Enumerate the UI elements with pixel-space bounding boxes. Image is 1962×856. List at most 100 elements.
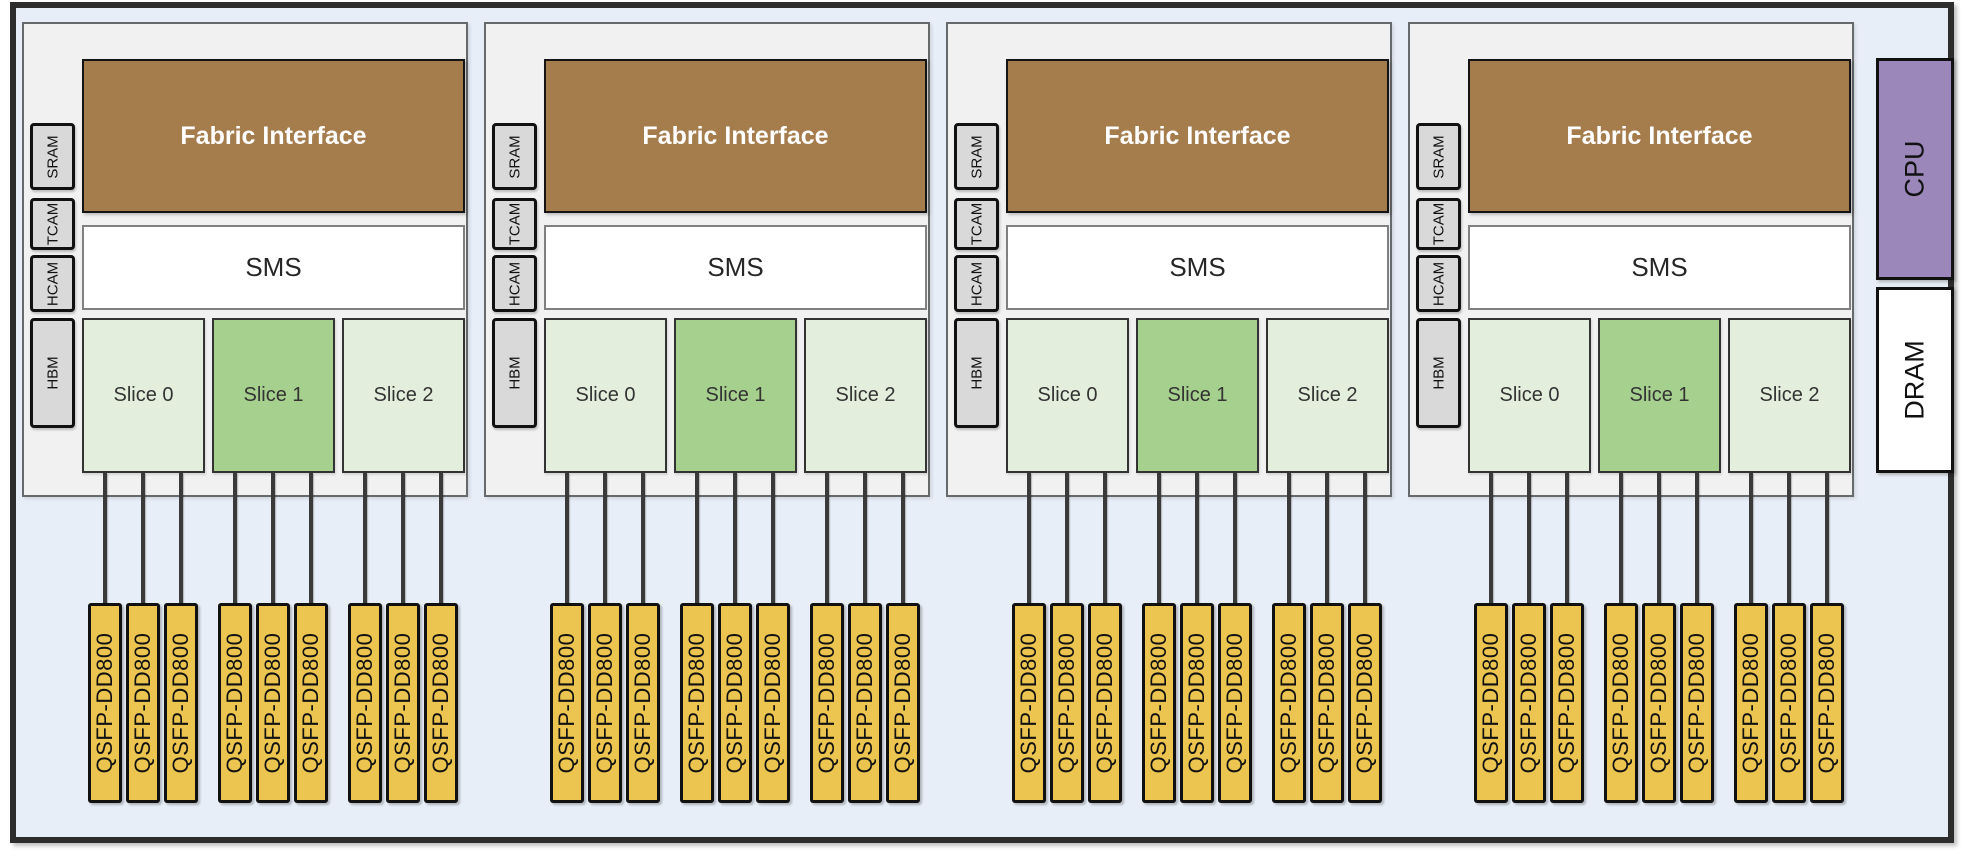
- ports-row: QSFP-DD800 QSFP-DD800 QSFP-DD800 QSFP-DD…: [1005, 473, 1389, 803]
- hbm-block: HBM: [492, 318, 537, 428]
- slices-row: Slice 0 Slice 1 Slice 2: [1468, 318, 1851, 473]
- sms-block: SMS: [82, 225, 465, 310]
- slice-0-label: Slice 0: [1499, 384, 1560, 406]
- memory-column: SRAM TCAM HCAM HBM: [30, 24, 75, 428]
- qsfp-port: QSFP-DD800: [1734, 473, 1769, 803]
- qsfp-port: QSFP-DD800: [1217, 473, 1252, 803]
- fabric-interface-block: Fabric Interface: [1468, 59, 1851, 213]
- qsfp-port-label: QSFP-DD800: [1607, 632, 1633, 774]
- qsfp-port-label: QSFP-DD800: [428, 632, 454, 774]
- hbm-label: HBM: [968, 356, 985, 390]
- qsfp-port-label: QSFP-DD800: [129, 632, 155, 774]
- qsfp-port: QSFP-DD800: [587, 473, 622, 803]
- hcam-block: HCAM: [492, 255, 537, 312]
- qsfp-port-label: QSFP-DD800: [759, 632, 785, 774]
- slice-1-label: Slice 1: [1629, 384, 1690, 406]
- qsfp-port-label: QSFP-DD800: [721, 632, 747, 774]
- qsfp-port: QSFP-DD800: [293, 473, 328, 803]
- hbm-label: HBM: [1430, 356, 1447, 390]
- chassis-frame: SRAM TCAM HCAM HBM Fabric Interface SMS: [10, 2, 1954, 843]
- qsfp-port-label: QSFP-DD800: [167, 632, 193, 774]
- qsfp-port-label: QSFP-DD800: [1145, 632, 1171, 774]
- qsfp-port-label: QSFP-DD800: [221, 632, 247, 774]
- qsfp-port-label: QSFP-DD800: [1515, 632, 1541, 774]
- sms-label: SMS: [1169, 252, 1226, 282]
- dram-block: DRAM: [1876, 287, 1954, 473]
- qsfp-port-label: QSFP-DD800: [1477, 632, 1503, 774]
- sram-label: SRAM: [968, 134, 985, 179]
- tcam-block: TCAM: [954, 198, 999, 250]
- slice-2-port-group: QSFP-DD800 QSFP-DD800 QSFP-DD800: [1728, 473, 1851, 803]
- hbm-label: HBM: [44, 356, 61, 390]
- sms-label: SMS: [245, 252, 302, 282]
- qsfp-port: QSFP-DD800: [886, 473, 921, 803]
- slices-row: Slice 0 Slice 1 Slice 2: [82, 318, 465, 473]
- slice-1-port-group: QSFP-DD800 QSFP-DD800 QSFP-DD800: [1135, 473, 1258, 803]
- qsfp-port: QSFP-DD800: [125, 473, 160, 803]
- slices-row: Slice 0 Slice 1 Slice 2: [544, 318, 927, 473]
- ports-row: QSFP-DD800 QSFP-DD800 QSFP-DD800 QSFP-DD…: [81, 473, 465, 803]
- sram-label: SRAM: [44, 134, 61, 179]
- slice-1-block: Slice 1: [674, 318, 797, 473]
- ports-row: QSFP-DD800 QSFP-DD800 QSFP-DD800 QSFP-DD…: [543, 473, 927, 803]
- asic-block: SRAM TCAM HCAM HBM Fabric Interface SMS: [1408, 22, 1854, 497]
- qsfp-port-label: QSFP-DD800: [591, 632, 617, 774]
- fabric-interface-label: Fabric Interface: [180, 121, 367, 150]
- qsfp-port: QSFP-DD800: [1549, 473, 1584, 803]
- chassis-content: SRAM TCAM HCAM HBM Fabric Interface SMS: [16, 8, 1954, 837]
- qsfp-port: QSFP-DD800: [1473, 473, 1508, 803]
- qsfp-port-label: QSFP-DD800: [1814, 632, 1840, 774]
- qsfp-port: QSFP-DD800: [1679, 473, 1714, 803]
- slice-2-block: Slice 2: [342, 318, 465, 473]
- slice-2-block: Slice 2: [804, 318, 927, 473]
- slice-2-label: Slice 2: [1759, 384, 1820, 406]
- asic-main-column: Fabric Interface SMS Slice 0 Slice 1 Sli…: [1006, 24, 1389, 473]
- qsfp-port: QSFP-DD800: [1772, 473, 1807, 803]
- tcam-block: TCAM: [30, 198, 75, 250]
- sram-block: SRAM: [492, 123, 537, 190]
- slice-0-block: Slice 0: [82, 318, 205, 473]
- tcam-block: TCAM: [492, 198, 537, 250]
- sms-block: SMS: [1468, 225, 1851, 310]
- qsfp-port: QSFP-DD800: [87, 473, 122, 803]
- qsfp-port: QSFP-DD800: [1179, 473, 1214, 803]
- sms-label: SMS: [1631, 252, 1688, 282]
- qsfp-port: QSFP-DD800: [1511, 473, 1546, 803]
- qsfp-port: QSFP-DD800: [717, 473, 752, 803]
- cpu-block: CPU: [1876, 58, 1954, 280]
- sms-block: SMS: [1006, 225, 1389, 310]
- slice-0-port-group: QSFP-DD800 QSFP-DD800 QSFP-DD800: [543, 473, 666, 803]
- sram-label: SRAM: [1430, 134, 1447, 179]
- fabric-interface-label: Fabric Interface: [1104, 121, 1291, 150]
- asic-bay: SRAM TCAM HCAM HBM Fabric Interface SMS: [946, 22, 1392, 822]
- slice-1-block: Slice 1: [1136, 318, 1259, 473]
- qsfp-port-label: QSFP-DD800: [390, 632, 416, 774]
- cpu-dram-column: CPU DRAM: [1876, 22, 1954, 473]
- asic-block: SRAM TCAM HCAM HBM Fabric Interface SMS: [484, 22, 930, 497]
- fabric-interface-block: Fabric Interface: [82, 59, 465, 213]
- sram-label: SRAM: [506, 134, 523, 179]
- slices-row: Slice 0 Slice 1 Slice 2: [1006, 318, 1389, 473]
- qsfp-port: QSFP-DD800: [549, 473, 584, 803]
- fabric-interface-block: Fabric Interface: [1006, 59, 1389, 213]
- qsfp-port: QSFP-DD800: [1641, 473, 1676, 803]
- hcam-label: HCAM: [44, 261, 61, 306]
- qsfp-port-label: QSFP-DD800: [1015, 632, 1041, 774]
- slice-0-port-group: QSFP-DD800 QSFP-DD800 QSFP-DD800: [1005, 473, 1128, 803]
- qsfp-port: QSFP-DD800: [163, 473, 198, 803]
- hbm-block: HBM: [30, 318, 75, 428]
- ports-row: QSFP-DD800 QSFP-DD800 QSFP-DD800 QSFP-DD…: [1467, 473, 1851, 803]
- qsfp-port-label: QSFP-DD800: [1053, 632, 1079, 774]
- qsfp-port-label: QSFP-DD800: [91, 632, 117, 774]
- tcam-label: TCAM: [44, 202, 61, 246]
- hcam-block: HCAM: [954, 255, 999, 312]
- qsfp-port: QSFP-DD800: [348, 473, 383, 803]
- hcam-block: HCAM: [30, 255, 75, 312]
- qsfp-port-label: QSFP-DD800: [1683, 632, 1709, 774]
- slice-2-port-group: QSFP-DD800 QSFP-DD800 QSFP-DD800: [1266, 473, 1389, 803]
- memory-column: SRAM TCAM HCAM HBM: [492, 24, 537, 428]
- asic-main-column: Fabric Interface SMS Slice 0 Slice 1 Sli…: [1468, 24, 1851, 473]
- qsfp-port-label: QSFP-DD800: [1221, 632, 1247, 774]
- slice-2-label: Slice 2: [1297, 384, 1358, 406]
- slice-2-block: Slice 2: [1728, 318, 1851, 473]
